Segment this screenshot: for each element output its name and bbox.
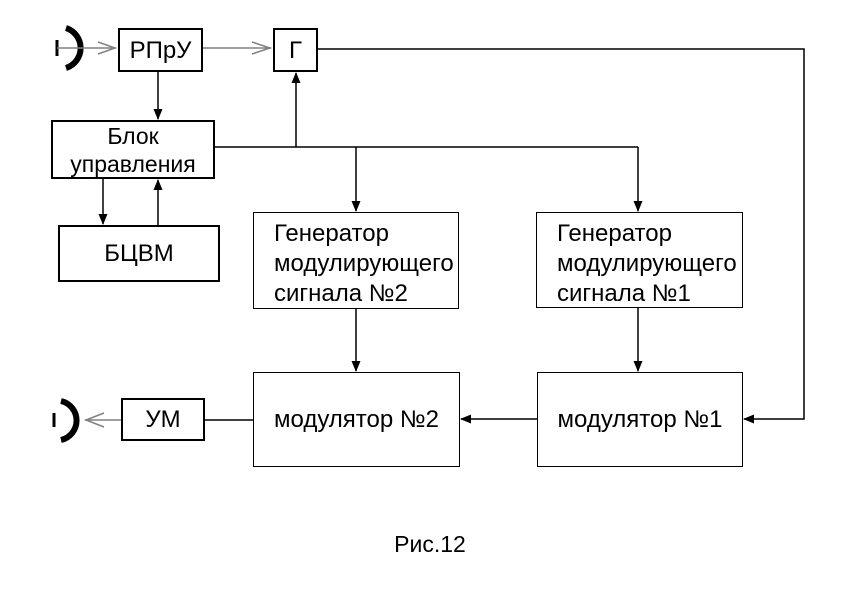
wire-bcvm-to-control (153, 179, 163, 225)
wire-um-to-antenna (83, 412, 121, 428)
block-mod-signal-gen-1-line2: модулирующего (557, 250, 737, 277)
block-modulator-2: модулятор №2 (253, 372, 460, 467)
block-control-unit-label-line2: управления (70, 150, 196, 177)
block-mod-signal-gen-2-line2: модулирующего (274, 250, 454, 277)
wire-g-to-mod1 (318, 48, 805, 424)
figure-caption: Рис.12 (394, 531, 466, 557)
block-bcvm: БЦВМ (58, 225, 220, 282)
block-um: УМ (121, 398, 205, 441)
block-generator-label: Г (289, 36, 302, 64)
block-control-unit-label-line1: Блок (107, 122, 159, 149)
block-mod-signal-gen-2: Генератор модулирующего сигнала №2 (253, 212, 459, 309)
block-rpru-label: РПрУ (129, 36, 192, 64)
wire-control-to-bcvm (98, 179, 108, 225)
wire-rpru-to-g (203, 41, 273, 55)
block-bcvm-label: БЦВМ (104, 240, 174, 267)
block-mod-signal-gen-1-line3: сигнала №1 (557, 280, 691, 307)
block-generator: Г (273, 28, 318, 72)
block-modulator-1: модулятор №1 (537, 372, 743, 467)
wire-antenna-to-rpru (57, 41, 118, 55)
block-modulator-2-label: модулятор №2 (274, 406, 439, 433)
wire-control-to-g (291, 72, 301, 147)
block-mod-signal-gen-1-line1: Генератор (557, 220, 672, 247)
block-control-unit: Блок управления (51, 120, 215, 179)
block-mod-signal-gen-1: Генератор модулирующего сигнала №1 (536, 212, 743, 308)
wire-control-to-gen2 (351, 147, 361, 212)
block-um-label: УМ (145, 406, 181, 433)
block-modulator-1-label: модулятор №1 (557, 406, 723, 433)
wire-gen1-to-mod1 (633, 308, 643, 372)
wire-gen2-to-mod2 (351, 309, 361, 372)
block-mod-signal-gen-2-line3: сигнала №2 (274, 280, 408, 307)
wire-mod1-to-mod2 (460, 414, 537, 424)
wire-control-to-gen1 (633, 147, 643, 212)
wire-rpru-to-control (153, 72, 163, 120)
antenna-icon (52, 398, 80, 443)
block-rpru: РПрУ (118, 28, 203, 72)
block-mod-signal-gen-2-line1: Генератор (274, 220, 389, 247)
